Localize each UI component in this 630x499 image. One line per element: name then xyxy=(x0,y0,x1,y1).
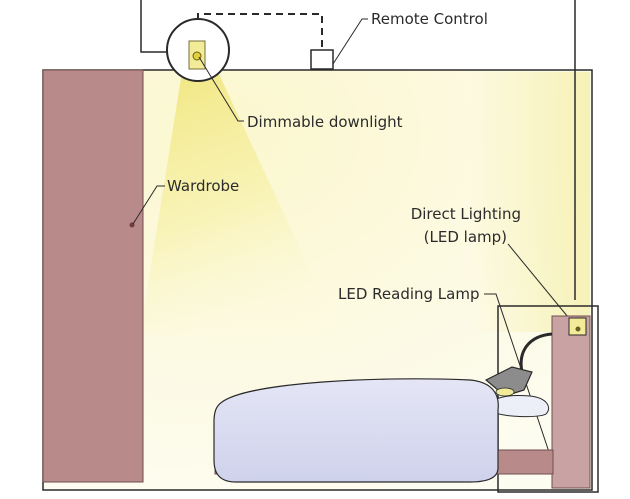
pillow xyxy=(489,395,550,418)
downlight-light-cone xyxy=(140,72,340,335)
reading-lamp-arm xyxy=(519,332,553,373)
remote-control-device xyxy=(310,49,334,70)
direct-lighting-label-line1: Direct Lighting xyxy=(411,205,521,223)
bed-duvet xyxy=(213,378,499,483)
dimmable-downlight-label: Dimmable downlight xyxy=(247,113,403,131)
side-wall-glow xyxy=(470,72,590,332)
direct-lighting-bulb-icon xyxy=(575,326,581,332)
wardrobe-leader xyxy=(132,185,165,225)
direct-lighting-leader xyxy=(507,243,578,329)
direct-lighting-lamp xyxy=(568,317,587,336)
remote-control-leader xyxy=(332,18,368,65)
remote-control-label: Remote Control xyxy=(371,10,488,28)
led-reading-lamp-label: LED Reading Lamp xyxy=(338,285,480,303)
downlight-bulb-icon xyxy=(192,51,202,61)
reading-lamp-bulb xyxy=(495,387,515,397)
downlight-leader xyxy=(198,56,244,122)
wardrobe xyxy=(42,69,144,483)
headboard-panel xyxy=(551,315,591,489)
wardrobe-label: Wardrobe xyxy=(167,177,239,195)
remote-link-dashed xyxy=(197,13,323,50)
ceiling-wiring xyxy=(140,0,172,53)
direct-lighting-label-line2: (LED lamp) xyxy=(424,228,507,246)
